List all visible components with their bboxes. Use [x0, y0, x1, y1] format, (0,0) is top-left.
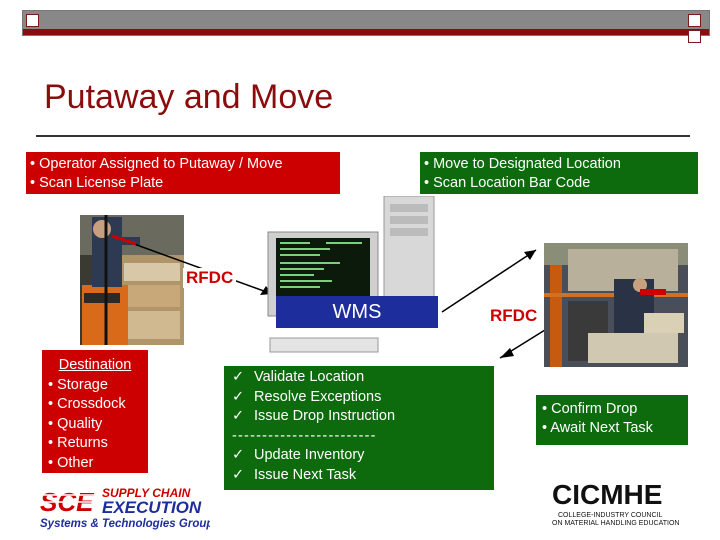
title-divider: [36, 135, 690, 137]
top-bar: [22, 10, 710, 36]
cicmhe-logo: CICMHE COLLEGE-INDUSTRY COUNCIL ON MATER…: [552, 479, 679, 527]
svg-text:COLLEGE-INDUSTRY COUNCIL: COLLEGE-INDUSTRY COUNCIL: [558, 512, 662, 519]
destination-box: Destination • Storage • Crossdock • Qual…: [42, 350, 148, 473]
destination-item: • Crossdock: [48, 396, 126, 412]
corner-square-icon: [688, 14, 701, 27]
move-location-box: • Move to Designated Location • Scan Loc…: [420, 152, 698, 194]
check-icon: ✓: [232, 447, 245, 463]
forklift-operator-photo: [80, 215, 184, 345]
action-item: ✓Update Inventory: [232, 446, 486, 466]
wms-actions-box: ✓Validate Location ✓Resolve Exceptions ✓…: [224, 366, 494, 490]
scan-location-line: • Scan Location Bar Code: [424, 175, 591, 191]
corner-square-icon: [26, 14, 39, 27]
warehouse-rack-photo: [544, 243, 688, 367]
check-icon: ✓: [232, 466, 245, 483]
destination-item: • Storage: [48, 376, 108, 393]
check-icon: ✓: [232, 388, 245, 405]
svg-text:SUPPLY CHAIN: SUPPLY CHAIN: [102, 486, 191, 500]
rfdc-label-right: RFDC: [487, 306, 541, 326]
scan-plate-line: • Scan License Plate: [30, 175, 164, 191]
destination-item: • Quality: [48, 415, 103, 432]
destination-title: Destination: [58, 357, 132, 373]
action-item: ✓Resolve Exceptions: [232, 388, 486, 408]
check-icon: ✓: [232, 408, 245, 424]
wms-label: WMS: [276, 296, 438, 328]
action-item: ✓Validate Location: [232, 368, 486, 388]
slide-title: Putaway and Move: [44, 78, 334, 116]
destination-item: • Other: [48, 454, 94, 471]
confirm-line: • Confirm Drop: [542, 401, 638, 417]
operator-assignment-box: • Operator Assigned to Putaway / Move • …: [26, 152, 340, 194]
corner-square-icon: [688, 30, 701, 43]
svg-text:EXECUTION: EXECUTION: [102, 498, 202, 517]
action-item: ✓Issue Next Task: [232, 466, 486, 486]
svg-text:ON MATERIAL HANDLING EDUCATION: ON MATERIAL HANDLING EDUCATION: [552, 520, 679, 527]
svg-text:CICMHE: CICMHE: [552, 479, 662, 510]
wms-computer-illustration: [267, 196, 435, 353]
operator-line: • Operator Assigned to Putaway / Move: [30, 156, 283, 172]
destination-item: • Returns: [48, 435, 108, 451]
check-icon: ✓: [232, 369, 245, 385]
svg-text:Systems & Technologies Group: Systems & Technologies Group: [40, 518, 210, 530]
rfdc-label-left: RFDC: [183, 268, 237, 288]
sce-logo: SCE SUPPLY CHAIN EXECUTION Systems & Tec…: [40, 486, 210, 530]
move-line: • Move to Designated Location: [424, 156, 621, 172]
action-separator: ------------------------: [232, 427, 377, 444]
await-line: • Await Next Task: [542, 420, 653, 436]
top-bar-accent: [23, 29, 709, 35]
action-item: ✓Issue Drop Instruction: [232, 407, 486, 427]
confirm-drop-box: • Confirm Drop • Await Next Task: [536, 395, 688, 445]
